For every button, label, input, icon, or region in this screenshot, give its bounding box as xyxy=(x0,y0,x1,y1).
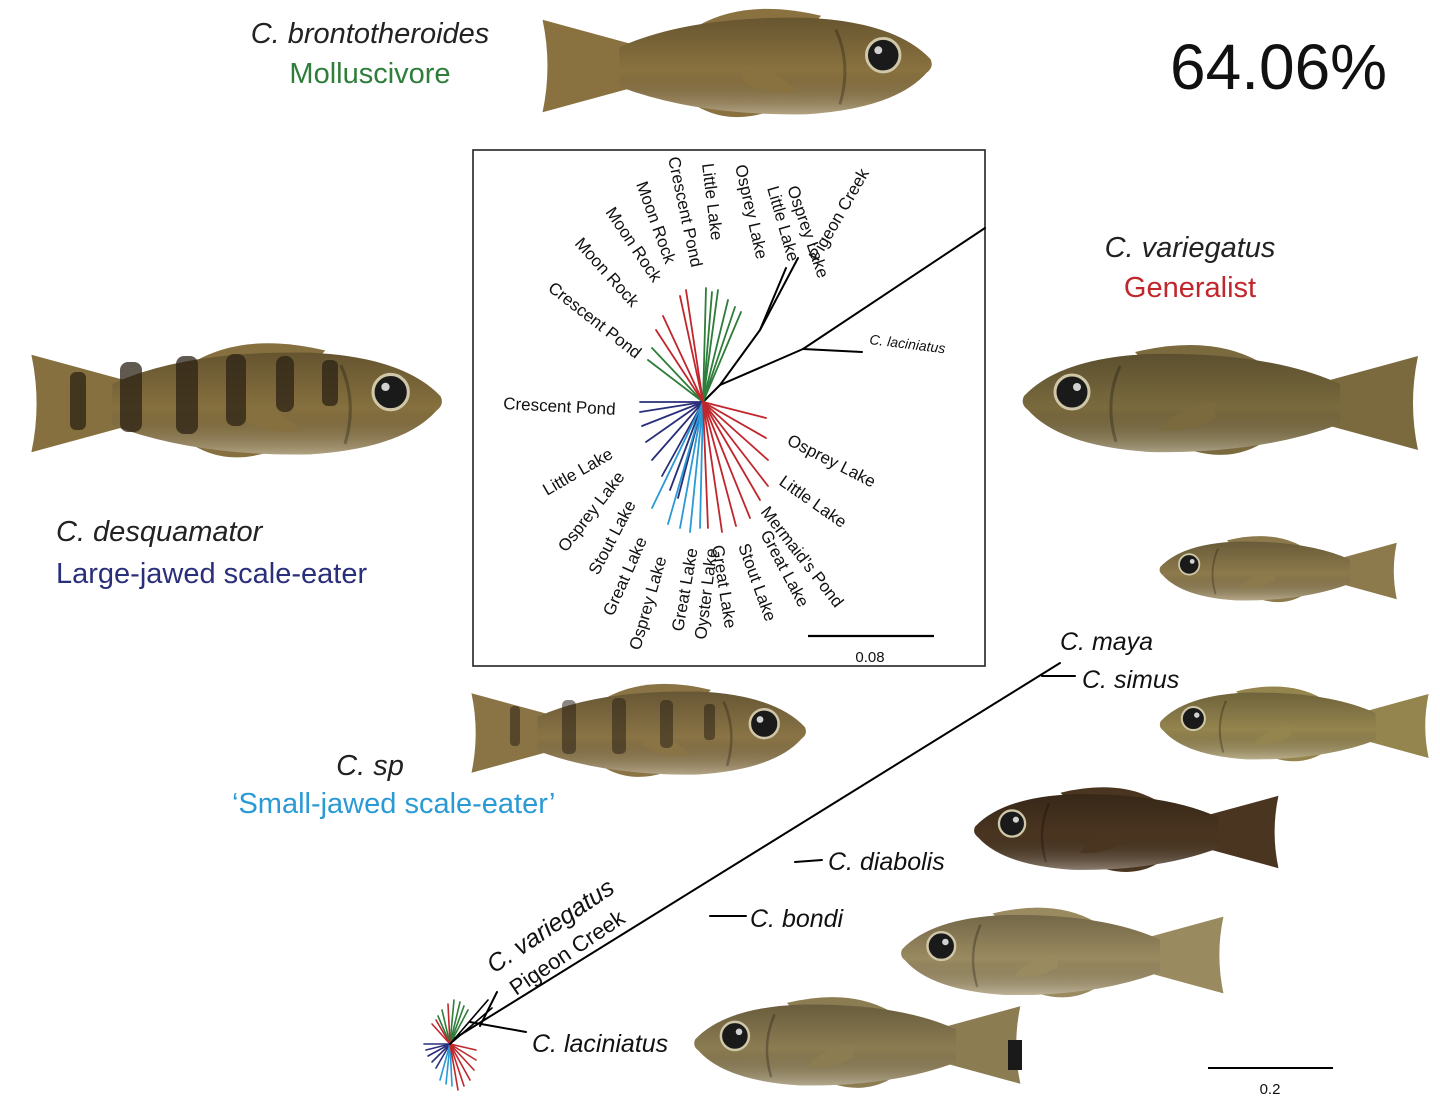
inset-branch-molluscivore xyxy=(702,306,736,403)
main-root-tip xyxy=(427,1043,451,1057)
main-branch-variegatus xyxy=(479,991,498,1027)
inset-branch-generalist xyxy=(702,401,767,439)
main-root-tip xyxy=(425,1043,451,1051)
main-root-tip xyxy=(449,1001,461,1045)
fish-bondi-image xyxy=(899,906,1225,999)
inset-branch-small-jawed xyxy=(699,401,704,529)
main-scale-label: 0.2 xyxy=(1260,1081,1281,1098)
main-root-tip xyxy=(449,1043,477,1061)
main-branch-diabolis xyxy=(794,859,823,863)
inset-branch-large-jawed xyxy=(639,401,704,413)
fish-laciniatus-image xyxy=(692,995,1022,1090)
main-root-tip xyxy=(449,1007,493,1045)
main-root-tip xyxy=(449,1043,477,1051)
main-root-tip xyxy=(449,1043,453,1087)
inset-branch-generalist xyxy=(685,289,704,403)
fish-sp-image xyxy=(470,682,808,779)
main-root-tip xyxy=(447,1003,451,1045)
main-root-tip xyxy=(449,1009,469,1045)
main-tip-maya: C. maya xyxy=(1060,628,1153,656)
species-name-sp: C. sp xyxy=(336,750,404,782)
main-tip-diabolis: C. diabolis xyxy=(828,848,945,876)
inset-branch-generalist xyxy=(702,401,751,519)
percentage-value: 64.06% xyxy=(1170,31,1388,103)
diet-label-molluscivore: Molluscivore xyxy=(289,58,451,90)
inset-branch-generalist xyxy=(702,401,761,501)
inset-branch-generalist xyxy=(655,329,704,403)
main-root-tip xyxy=(431,1023,451,1045)
inset-branch-large-jawed xyxy=(651,401,704,461)
main-root-tip xyxy=(431,1043,451,1063)
main-root-tip xyxy=(449,1043,465,1087)
main-scale-bar: 0.2 xyxy=(1208,1067,1333,1098)
inset-branch xyxy=(719,329,761,386)
diet-label-generalist: Generalist xyxy=(1123,272,1257,304)
main-tip-bondi: C. bondi xyxy=(750,905,845,933)
inset-branch-large-jawed xyxy=(645,401,704,443)
inset-branch-small-jawed xyxy=(651,401,704,509)
main-branch-laciniatus xyxy=(469,1021,527,1033)
main-root-tip xyxy=(445,1043,451,1085)
main-tip-simus: C. simus xyxy=(1082,666,1179,694)
inset-branch-generalist xyxy=(702,401,769,487)
inset-branch-molluscivore xyxy=(651,347,704,403)
main-root-tip xyxy=(449,999,489,1045)
inset-branch-generalist xyxy=(702,401,709,529)
main-root-tip xyxy=(441,1009,451,1045)
main-root-tip xyxy=(449,999,455,1045)
main-root-tip xyxy=(449,1043,471,1081)
inset-branch-generalist xyxy=(702,401,723,533)
inset-branch-molluscivore xyxy=(702,291,713,403)
inset-branch xyxy=(702,384,721,403)
main-tip-laciniatus: C. laciniatus xyxy=(532,1030,668,1058)
inset-branch-large-jawed xyxy=(641,401,704,427)
diet-label-small-jawed-scale-eater: ‘Small-jawed scale-eater’ xyxy=(232,788,556,820)
species-name-brontotheroides: C. brontotheroides xyxy=(250,18,490,50)
inset-branch xyxy=(802,227,986,350)
inset-scale-label: 0.08 xyxy=(855,649,884,666)
inset-branch xyxy=(759,267,787,331)
species-name-variegatus: C. variegatus xyxy=(1104,232,1276,264)
inset-scale-bar: 0.08 xyxy=(808,634,934,666)
fish-variegatus-image xyxy=(1021,343,1420,457)
main-root-tip xyxy=(449,1043,475,1071)
fish-simus-image xyxy=(1158,685,1430,763)
main-tree-root-cluster xyxy=(423,999,493,1091)
main-root-tip xyxy=(449,1043,459,1091)
main-root-tip xyxy=(435,1019,451,1045)
inset-branch-molluscivore xyxy=(702,289,719,403)
fish-maya-image xyxy=(1158,535,1398,604)
inset-tree-branches xyxy=(639,227,986,533)
inset-branch-molluscivore xyxy=(702,299,729,403)
main-tree-spine xyxy=(451,662,1061,1041)
inset-branch-molluscivore xyxy=(702,311,742,403)
inset-branch-large-jawed xyxy=(669,401,704,491)
inset-branch-molluscivore xyxy=(647,359,704,403)
main-tree-branches xyxy=(451,662,1076,1041)
inset-branch-molluscivore xyxy=(702,287,707,403)
inset-branch-generalist xyxy=(702,401,769,461)
inset-branch-small-jawed xyxy=(689,401,704,533)
fish-desquamator-image xyxy=(29,341,444,460)
inset-branch-generalist xyxy=(702,401,737,527)
fish-diabolis-image xyxy=(972,786,1280,874)
main-root-tip xyxy=(439,1043,451,1081)
inset-branch xyxy=(759,257,799,331)
inset-branch-generalist xyxy=(702,401,767,419)
main-root-tip xyxy=(435,1043,451,1069)
inset-branch-generalist xyxy=(662,315,704,403)
inset-branch xyxy=(802,348,863,353)
fish-brontotheroides-image xyxy=(540,7,934,119)
inset-branch xyxy=(719,348,804,386)
inset-branch-small-jawed xyxy=(667,401,704,525)
main-root-tip xyxy=(449,1005,465,1045)
main-tree xyxy=(423,662,1076,1091)
inset-branch-generalist xyxy=(679,295,704,403)
inset-branch-small-jawed xyxy=(679,401,704,529)
diet-label-large-jawed-scale-eater: Large-jawed scale-eater xyxy=(56,558,368,590)
species-name-desquamator: C. desquamator xyxy=(56,516,263,548)
